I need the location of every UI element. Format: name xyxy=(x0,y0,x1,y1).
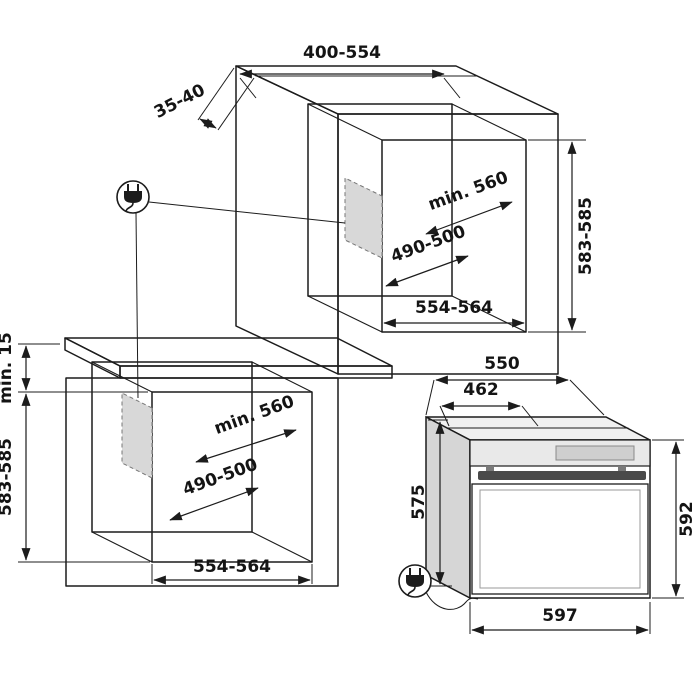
dim-oven-width: 597 xyxy=(469,602,651,635)
label-oven-side-height: 575 xyxy=(409,484,429,520)
niche-edge xyxy=(251,531,313,563)
dim-base-niche-height: 583-585 xyxy=(0,393,150,563)
label-niche-height-upper: 583-585 xyxy=(576,197,596,275)
worktop xyxy=(64,337,393,379)
dim-column-support-depth: 490-500 xyxy=(385,222,469,287)
niche-edge xyxy=(251,361,313,393)
niche-edge xyxy=(91,361,153,393)
power-plug-icon xyxy=(116,180,150,214)
dim-base-niche-width: 554-564 xyxy=(151,557,313,585)
niche-edge xyxy=(451,103,527,141)
base-niche-back-wall xyxy=(91,361,253,533)
worktop-front-face xyxy=(119,365,393,379)
label-oven-body-depth: 462 xyxy=(463,380,499,400)
socket-area-upper xyxy=(344,177,383,259)
dim-column-top-width: 400-554 xyxy=(239,43,461,99)
dim-oven-front-height: 592 xyxy=(652,439,697,599)
dim-column-niche-height: 583-585 xyxy=(528,139,596,333)
oven-handle-mount-right xyxy=(618,466,626,472)
label-oven-front-height: 592 xyxy=(677,501,697,537)
oven-door-inner xyxy=(479,489,641,589)
oven-handle xyxy=(478,471,646,480)
label-oven-width: 597 xyxy=(542,606,578,626)
label-rear-gap: min. 15 xyxy=(0,332,16,404)
dim-oven-side-height: 575 xyxy=(409,419,452,587)
column-top-face xyxy=(235,65,559,115)
label-niche-depth-lower: min. 560 xyxy=(212,392,297,439)
dim-base-rear-gap: min. 15 xyxy=(0,332,148,404)
oven-display xyxy=(555,445,635,461)
dim-column-niche-depth: min. 560 xyxy=(425,168,513,235)
base-front-face xyxy=(65,377,339,587)
label-niche-width-upper: 554-564 xyxy=(415,298,493,318)
column-niche-back-wall xyxy=(307,103,453,297)
oven-door xyxy=(471,483,649,595)
plug-leader-upper xyxy=(148,201,346,224)
dim-column-niche-width: 554-564 xyxy=(383,298,525,328)
niche-edge xyxy=(307,295,383,333)
label-niche-width-lower: 554-564 xyxy=(193,557,271,577)
power-cable xyxy=(425,591,479,610)
dim-column-top-gap: 35-40 xyxy=(151,67,255,131)
socket-area-lower xyxy=(121,392,153,479)
niche-edge xyxy=(307,103,383,141)
plug-leader-lower xyxy=(135,212,139,399)
oven-left-side xyxy=(425,415,471,600)
oven xyxy=(425,415,651,600)
label-niche-height-lower: 583-585 xyxy=(0,438,16,516)
niche-edge xyxy=(91,531,153,563)
column-left-face xyxy=(235,65,339,375)
base-unit xyxy=(65,361,339,587)
label-support-depth-lower: 490-500 xyxy=(180,455,260,501)
dim-oven-body-depth: 462 xyxy=(439,380,539,427)
dim-base-support-depth: 490-500 xyxy=(169,455,261,521)
label-top-width: 400-554 xyxy=(303,43,381,63)
label-niche-depth-upper: min. 560 xyxy=(426,168,511,215)
dim-oven-depth: 550 xyxy=(425,354,605,416)
oven-handle-mount-left xyxy=(486,466,494,472)
dim-base-niche-depth: min. 560 xyxy=(195,392,297,463)
column-unit xyxy=(235,65,559,375)
label-oven-depth: 550 xyxy=(484,354,520,374)
